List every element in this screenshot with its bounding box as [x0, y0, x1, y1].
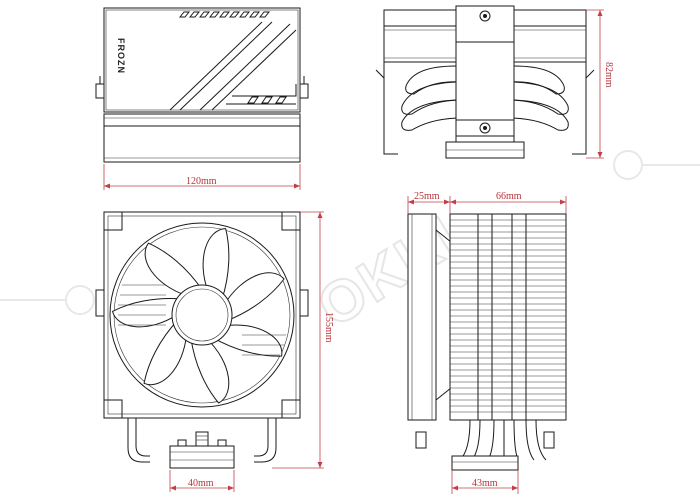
cover-stripes — [169, 21, 297, 111]
profile-view — [407, 213, 567, 471]
dim-label-fan-depth: 25mm — [414, 191, 440, 202]
brand-label: FROZN — [116, 38, 126, 74]
dim-label-top-width: 120mm — [186, 176, 217, 187]
dim-label-heatsink-depth: 66mm — [496, 191, 522, 202]
dim-label-side-height: 82mm — [603, 62, 614, 88]
dim-40mm: 40mm — [169, 470, 235, 492]
dim-43mm: 43mm — [451, 470, 519, 494]
dim-label-front-base: 40mm — [188, 478, 214, 489]
front-view — [95, 211, 309, 469]
dim-label-front-height: 155mm — [323, 312, 334, 343]
pipe-bends — [459, 419, 547, 461]
heatpipes-side — [401, 65, 569, 131]
dim-82mm: 82mm — [586, 9, 614, 159]
heatpipes-front — [127, 418, 277, 463]
dim-25mm-66mm: 25mm 66mm — [407, 191, 567, 214]
dim-label-side-base: 43mm — [472, 478, 498, 489]
fan-blades — [111, 228, 286, 404]
dim-155mm: 155mm — [272, 211, 334, 469]
top-view: FROZN — [95, 7, 309, 163]
side-view — [375, 5, 595, 159]
dim-120mm: 120mm — [103, 164, 301, 190]
vent-slots — [178, 11, 271, 18]
heatpipes-profile — [477, 214, 527, 420]
fin-lines — [450, 219, 566, 413]
